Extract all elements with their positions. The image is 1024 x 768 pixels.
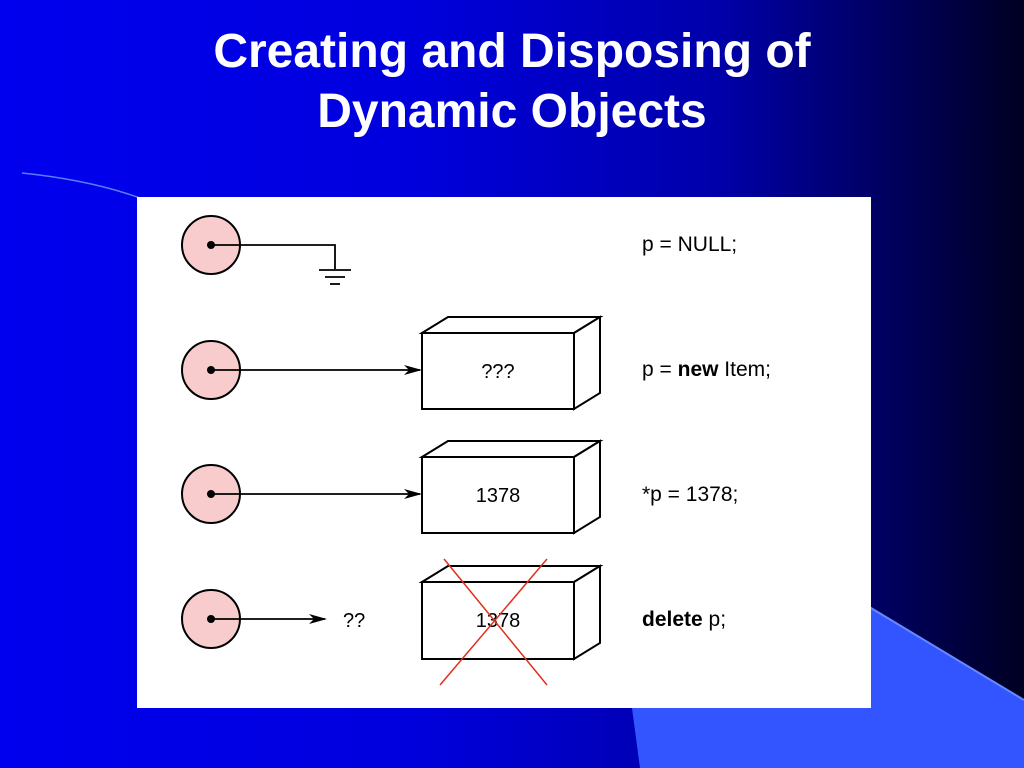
slide-title-line-2: Dynamic Objects bbox=[317, 85, 707, 138]
row-null-pointer bbox=[181, 215, 351, 285]
keyword-delete: delete bbox=[642, 608, 703, 631]
keyword-new: new bbox=[677, 358, 719, 381]
code-line-delete: delete p; bbox=[642, 608, 727, 631]
dynamic-object-box bbox=[418, 439, 604, 535]
pointer-diagram: ??? 1378 ?? 1378 bbox=[181, 215, 604, 686]
ground-null-icon bbox=[319, 269, 351, 285]
decor-shape-bottom-right bbox=[632, 605, 1024, 768]
slide-title: Creating and Disposing of Dynamic Object… bbox=[0, 22, 1024, 142]
cross-out-mark bbox=[439, 558, 548, 686]
slide-title-line-1: Creating and Disposing of bbox=[213, 25, 811, 78]
deleted-object-box bbox=[418, 564, 604, 661]
pointer-line bbox=[211, 244, 336, 269]
code-line-null: p = NULL; bbox=[642, 233, 738, 256]
row-assign-value: 1378 bbox=[181, 439, 604, 535]
decor-curve bbox=[21, 172, 141, 199]
row-new-item: ??? bbox=[181, 315, 604, 411]
dynamic-object-box bbox=[418, 315, 604, 411]
code-line-new: p = new Item; bbox=[642, 358, 771, 381]
diagram-panel: ??? 1378 ?? 1378 bbox=[137, 197, 871, 708]
box-value: ??? bbox=[481, 361, 514, 383]
box-value: 1378 bbox=[476, 610, 521, 632]
box-value: 1378 bbox=[476, 485, 521, 507]
row-delete-pointer: ?? 1378 bbox=[181, 558, 604, 686]
dangling-label: ?? bbox=[343, 610, 365, 632]
code-line-assign: *p = 1378; bbox=[642, 483, 739, 506]
